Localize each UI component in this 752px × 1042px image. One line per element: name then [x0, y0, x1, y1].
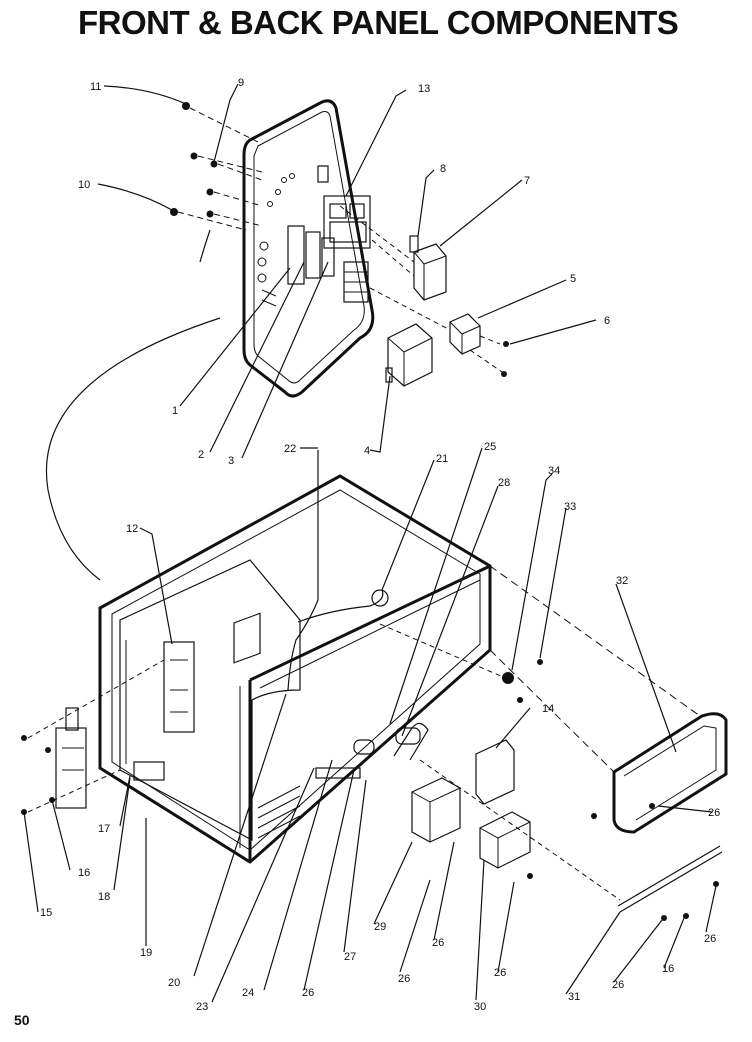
callout-15: 15: [40, 907, 52, 919]
callout-29: 29: [374, 921, 386, 933]
callout-14: 14: [542, 703, 554, 715]
callout-13: 13: [418, 83, 430, 95]
callout-25: 25: [484, 441, 496, 453]
callout-18: 18: [98, 891, 110, 903]
callout-22: 22: [284, 443, 296, 455]
callout-26-plate: 26: [708, 807, 720, 819]
callout-32: 32: [616, 575, 628, 587]
callout-7: 7: [524, 175, 530, 187]
callout-26-f: 26: [704, 933, 716, 945]
callout-9: 9: [238, 77, 244, 89]
callout-16: 16: [78, 867, 90, 879]
callout-11: 11: [90, 81, 101, 93]
callout-26-d: 26: [494, 967, 506, 979]
callout-20: 20: [168, 977, 180, 989]
callout-26-b: 26: [398, 973, 410, 985]
callout-6: 6: [604, 315, 610, 327]
callout-17: 17: [98, 823, 110, 835]
callout-10: 10: [78, 179, 90, 191]
callout-34: 34: [548, 465, 560, 477]
callout-27: 27: [344, 951, 356, 963]
callout-26-a: 26: [302, 987, 314, 999]
callout-16-b: 16: [662, 963, 674, 975]
callout-21: 21: [436, 453, 448, 465]
callout-28: 28: [498, 477, 510, 489]
callout-26-e: 26: [612, 979, 624, 991]
leader-lines: [23, 83, 717, 1003]
cabinet-assembly: [21, 450, 728, 921]
callout-12: 12: [126, 523, 138, 535]
callout-23: 23: [196, 1001, 208, 1013]
callout-4: 4: [364, 445, 370, 457]
page-title: FRONT & BACK PANEL COMPONENTS: [78, 4, 679, 41]
callout-5: 5: [570, 273, 576, 285]
callout-1: 1: [172, 405, 178, 417]
callout-8: 8: [440, 163, 446, 175]
callout-2: 2: [198, 449, 204, 461]
callout-30: 30: [474, 1001, 486, 1013]
page-number: 50: [14, 1012, 30, 1028]
front-panel-assembly: [170, 99, 509, 398]
callout-31: 31: [568, 991, 580, 1003]
callout-labels: 11 9 13 8 7 10 5 6 1 2 3 4 22 21 25 28 3…: [40, 77, 720, 1013]
callout-26-c: 26: [432, 937, 444, 949]
callout-3: 3: [228, 455, 234, 467]
callout-19: 19: [140, 947, 152, 959]
callout-33: 33: [564, 501, 576, 513]
callout-24: 24: [242, 987, 254, 999]
